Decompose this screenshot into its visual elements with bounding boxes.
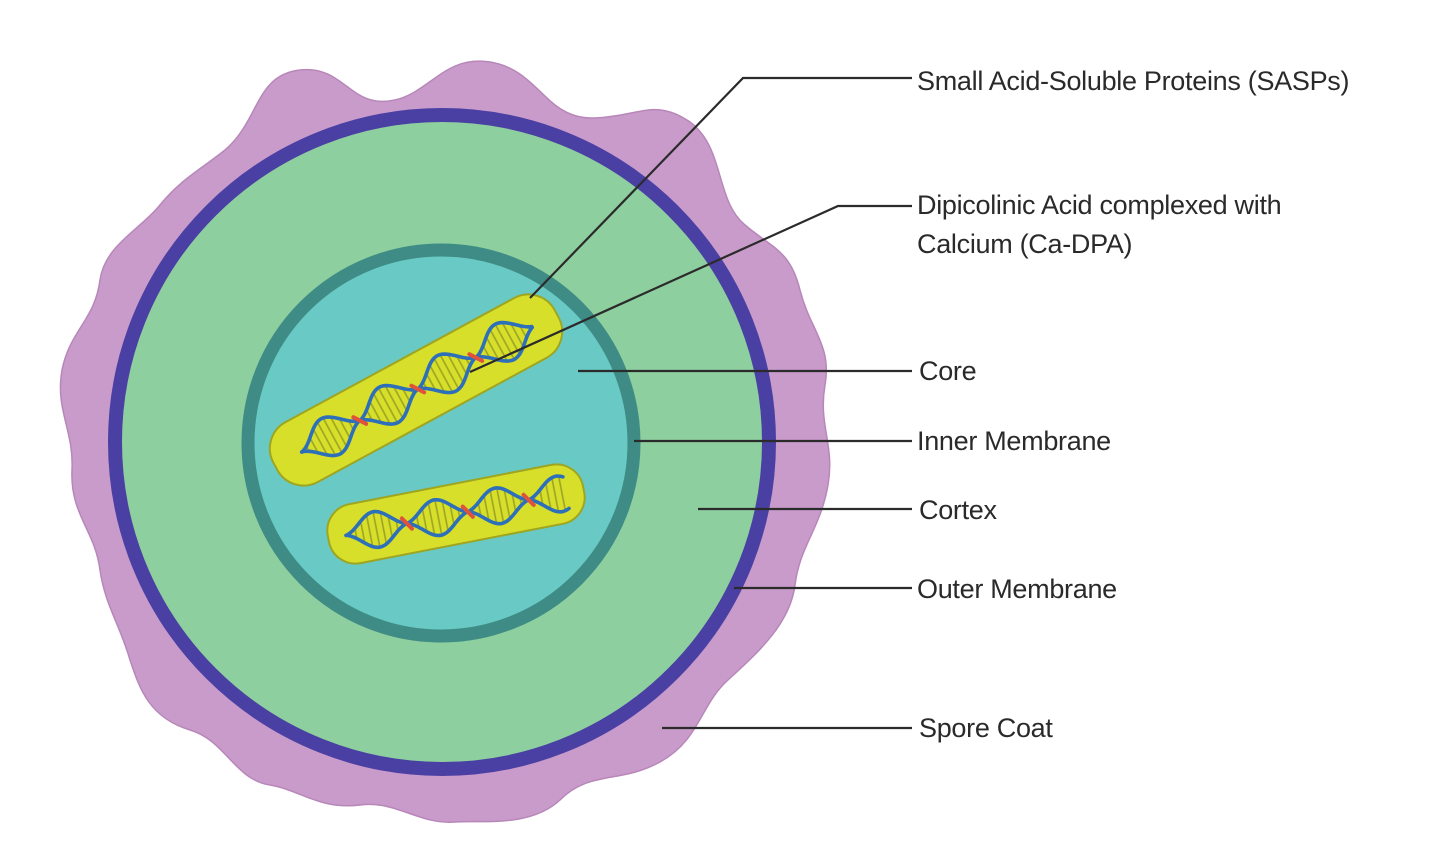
dna-crosslink-marker [409, 383, 427, 395]
label-inner-membrane: Inner Membrane [917, 426, 1111, 456]
leader-line-ca-dpa [469, 204, 912, 374]
label-core: Core [919, 356, 977, 386]
dna-crosslink-marker [460, 504, 475, 519]
dna-base-pairs [346, 476, 570, 548]
dna-crosslink-marker [399, 516, 414, 531]
dna-crosslink-marker [521, 492, 536, 508]
dna-crosslink-marker [351, 415, 369, 426]
dna-crosslink-marker [467, 352, 485, 363]
label-cortex: Cortex [919, 495, 997, 525]
dna-helix-icon [344, 474, 571, 550]
label-outer-membrane: Outer Membrane [917, 574, 1117, 604]
label-ca-dpa-line2: Calcium (Ca-DPA) [917, 229, 1133, 259]
label-ca-dpa-line1: Dipicolinic Acid complexed with [917, 190, 1282, 220]
label-spore-coat: Spore Coat [919, 713, 1053, 743]
label-sasps: Small Acid-Soluble Proteins (SASPs) [917, 66, 1350, 96]
dna-helix-icon [299, 320, 535, 458]
leader-line-sasps [529, 76, 912, 299]
dna-base-pairs [301, 322, 533, 456]
